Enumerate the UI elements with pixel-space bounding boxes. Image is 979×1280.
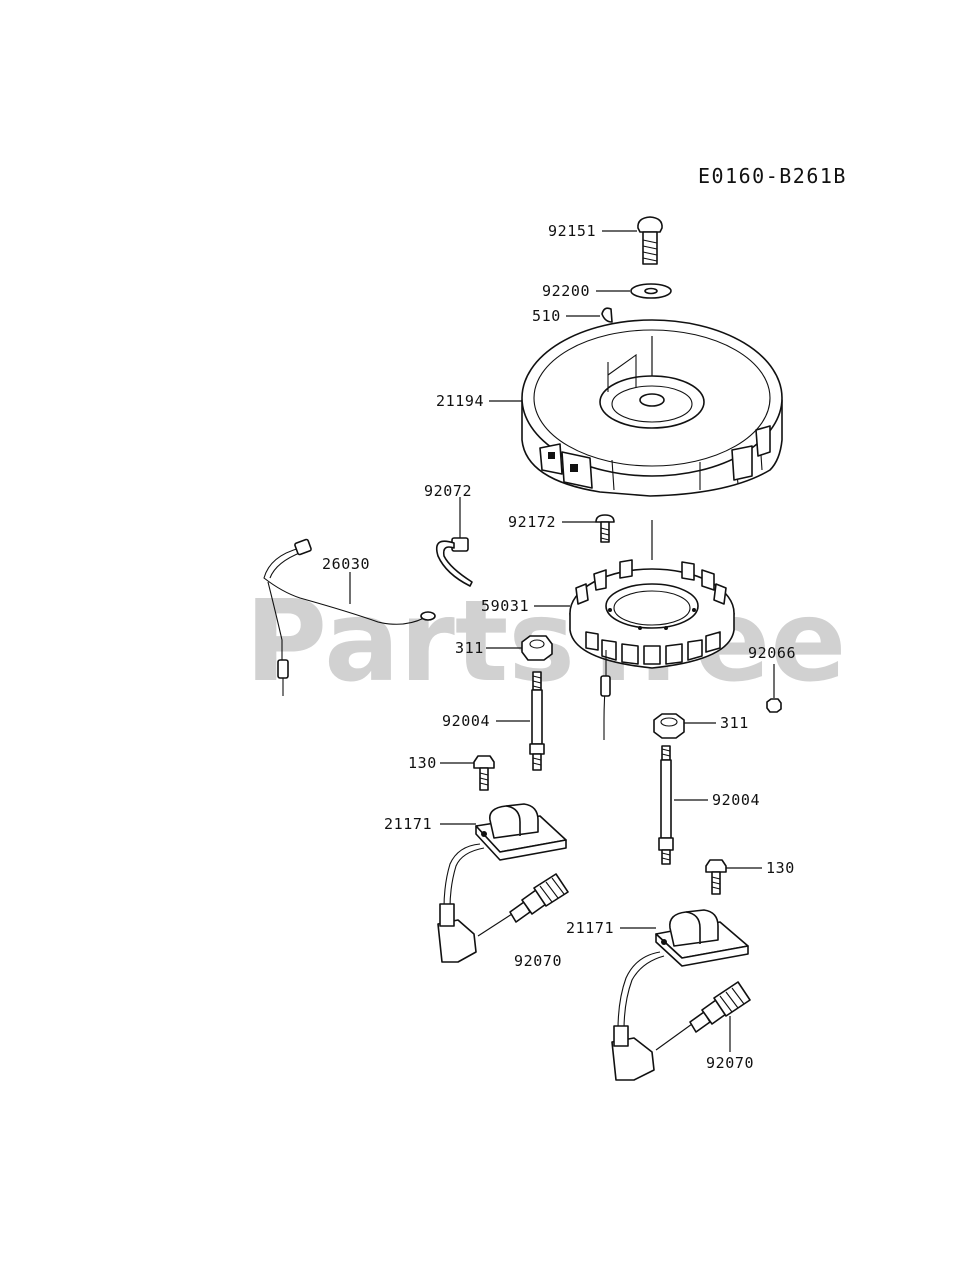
nut-92066[interactable] [766, 698, 782, 713]
ignition-coil-21171-right[interactable] [611, 909, 749, 1081]
label-510[interactable]: 510 [532, 307, 561, 325]
label-311-left[interactable]: 311 [455, 639, 484, 657]
key-510[interactable] [601, 307, 613, 323]
ignition-coil-21171-left[interactable] [437, 803, 567, 963]
diagram-code: E0160-B261B [698, 164, 847, 188]
label-92172[interactable]: 92172 [508, 513, 556, 531]
label-92070-right[interactable]: 92070 [706, 1054, 754, 1072]
label-92072[interactable]: 92072 [424, 482, 472, 500]
washer-92200[interactable] [630, 283, 672, 299]
stud-92004-right[interactable] [658, 745, 674, 865]
label-92004-left[interactable]: 92004 [442, 712, 490, 730]
label-92004-right[interactable]: 92004 [712, 791, 760, 809]
label-26030[interactable]: 26030 [322, 555, 370, 573]
label-130-left[interactable]: 130 [408, 754, 437, 772]
label-21171-right[interactable]: 21171 [566, 919, 614, 937]
label-21171-left[interactable]: 21171 [384, 815, 432, 833]
stud-92004-left[interactable] [529, 671, 545, 771]
label-92066[interactable]: 92066 [748, 644, 796, 662]
spark-plug-92070-left[interactable] [477, 873, 569, 937]
label-92151[interactable]: 92151 [548, 222, 596, 240]
lead-wire-26030[interactable] [263, 538, 436, 696]
spark-plug-92070-right[interactable] [655, 981, 751, 1051]
label-92070-left[interactable]: 92070 [514, 952, 562, 970]
bolt-92151[interactable] [637, 216, 663, 265]
nut-311-left[interactable] [521, 635, 553, 661]
nut-311-right[interactable] [653, 713, 685, 739]
label-21194[interactable]: 21194 [436, 392, 484, 410]
bolt-130-right[interactable] [705, 859, 727, 895]
label-130-right[interactable]: 130 [766, 859, 795, 877]
screw-92172[interactable] [595, 514, 615, 543]
flywheel-21194[interactable] [521, 319, 783, 497]
label-92200[interactable]: 92200 [542, 282, 590, 300]
clamp-92072[interactable] [435, 537, 473, 587]
bolt-130-left[interactable] [473, 755, 495, 791]
label-311-right[interactable]: 311 [720, 714, 749, 732]
label-59031[interactable]: 59031 [481, 597, 529, 615]
stator-59031[interactable] [569, 559, 735, 740]
